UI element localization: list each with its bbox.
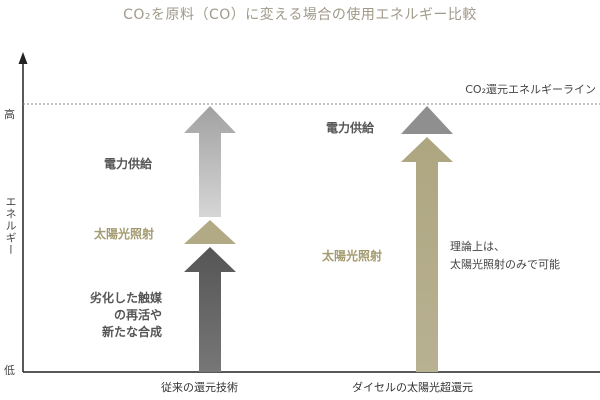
conventional-column-label: 従来の還元技術 [161,381,238,394]
energy-threshold-label: CO₂還元エネルギーライン [465,83,596,96]
conventional-power-label: 電力供給 [104,157,153,171]
daicel-power-arrow [401,106,453,134]
conventional-solar-arrow [184,220,236,244]
daicel-power-label: 電力供給 [326,121,375,135]
diagram-title: CO₂を原料（CO）に変える場合の使用エネルギー比較 [123,7,477,23]
axis-high-label: 高 [4,108,15,121]
conventional-solar-label: 太陽光照射 [94,227,155,241]
daicel-column-label: ダイセルの太陽光超還元 [352,381,473,394]
conventional-catalyst-arrow [184,247,236,372]
conventional-power-arrow [184,106,236,217]
axis-low-label: 低 [4,364,15,377]
y-axis-arrowhead [18,52,28,64]
daicel-solar-label: 太陽光照射 [322,249,383,263]
conventional-catalyst-label: 劣化した触媒 の再活や 新たな合成 [90,291,163,339]
axis-name-label: エネルギー [4,196,17,256]
daicel-note: 理論上は、 太陽光照射のみで可能 [450,240,560,271]
daicel-solar-arrow [401,137,453,372]
